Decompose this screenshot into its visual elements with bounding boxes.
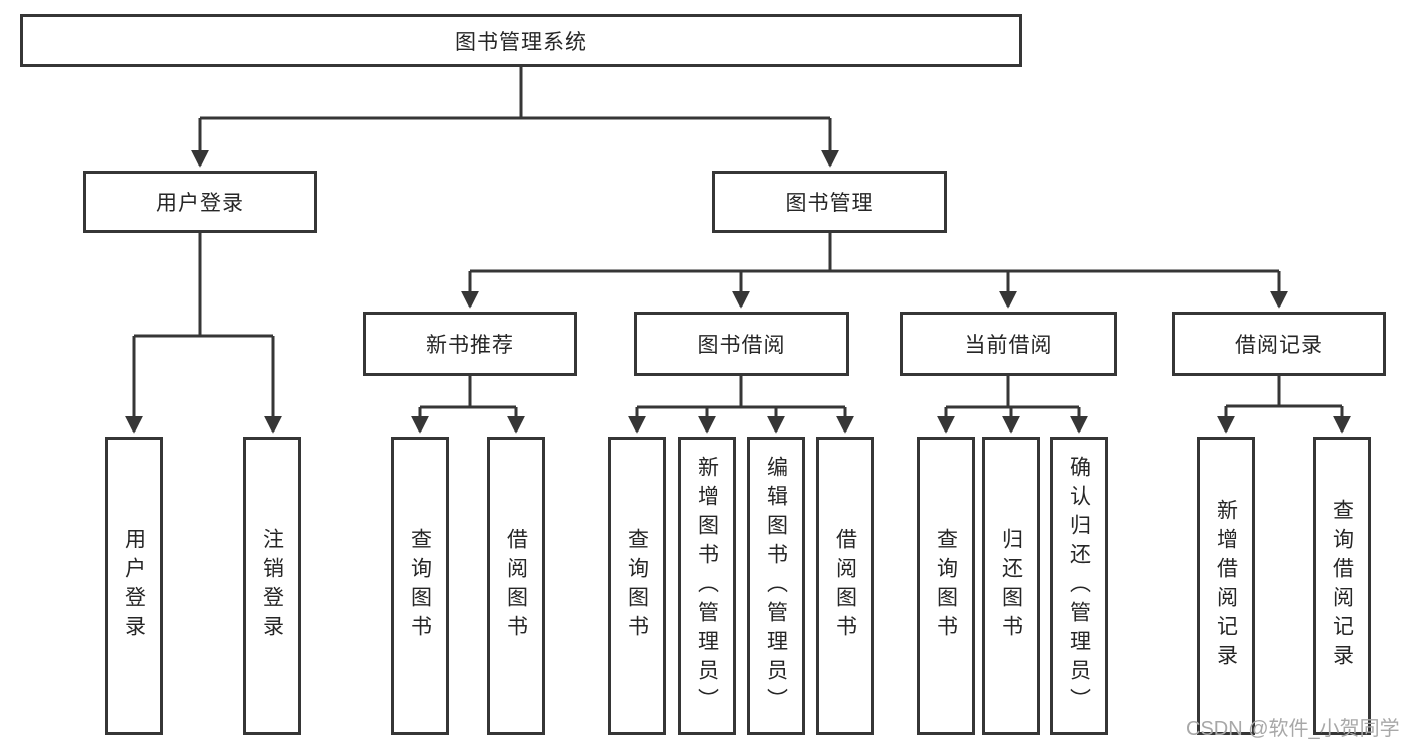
node-current-borrow-label: 当前借阅 <box>964 334 1053 357</box>
leaf-return-books: 归还图书 <box>982 437 1040 735</box>
node-book-management: 图书管理 <box>712 171 947 233</box>
connector-new-book-trunk <box>420 376 516 409</box>
node-book-borrow: 图书借阅 <box>634 312 849 376</box>
node-root-system-label: 图书管理系统 <box>455 30 587 54</box>
node-new-book-recommend-label: 新书推荐 <box>426 334 514 357</box>
leaf-borrow-books-label: 借阅图书 <box>833 528 857 644</box>
leaf-edit-book-admin: 编辑图书（管理员） <box>747 437 805 735</box>
leaf-query-borrow-record: 查询借阅记录 <box>1313 437 1371 735</box>
connector-user-login-trunk <box>134 233 273 338</box>
leaf-borrow-books: 借阅图书 <box>816 437 874 735</box>
leaf-query-borrow-record-label: 查询借阅记录 <box>1330 499 1354 673</box>
leaf-query-books-current: 查询图书 <box>917 437 975 735</box>
leaf-borrow-books-recommend: 借阅图书 <box>487 437 545 735</box>
connector-book-management-trunk <box>470 233 1279 273</box>
connector-borrow-records-trunk <box>1226 376 1342 408</box>
leaf-query-books-borrow: 查询图书 <box>608 437 666 735</box>
leaf-logout-label: 注销登录 <box>260 528 284 644</box>
leaf-confirm-return-admin: 确认归还（管理员） <box>1050 437 1108 735</box>
leaf-confirm-return-admin-label: 确认归还（管理员） <box>1067 455 1091 717</box>
leaf-borrow-books-recommend-label: 借阅图书 <box>504 528 528 644</box>
node-new-book-recommend: 新书推荐 <box>363 312 577 376</box>
node-book-management-label: 图书管理 <box>785 192 874 215</box>
leaf-edit-book-admin-label: 编辑图书（管理员） <box>764 455 788 717</box>
node-borrow-records: 借阅记录 <box>1172 312 1386 376</box>
connector-book-borrow-trunk <box>637 376 845 409</box>
node-user-login-label: 用户登录 <box>156 192 244 215</box>
node-book-borrow-label: 图书借阅 <box>697 334 786 357</box>
leaf-query-books-borrow-label: 查询图书 <box>625 528 649 644</box>
leaf-logout: 注销登录 <box>243 437 301 735</box>
leaf-add-book-admin: 新增图书（管理员） <box>678 437 736 735</box>
node-root-system: 图书管理系统 <box>20 14 1022 67</box>
leaf-add-borrow-record-label: 新增借阅记录 <box>1214 499 1238 673</box>
node-borrow-records-label: 借阅记录 <box>1235 334 1323 357</box>
connector-current-borrow-trunk <box>946 376 1079 409</box>
csdn-watermark: CSDN @软件_小贺同学 <box>1186 718 1400 740</box>
leaf-user-login-label: 用户登录 <box>122 528 146 644</box>
leaf-add-borrow-record: 新增借阅记录 <box>1197 437 1255 735</box>
leaf-user-login: 用户登录 <box>105 437 163 735</box>
leaf-query-books-recommend: 查询图书 <box>391 437 449 735</box>
leaf-add-book-admin-label: 新增图书（管理员） <box>695 455 719 717</box>
connector-root-trunk <box>200 67 830 120</box>
leaf-query-books-recommend-label: 查询图书 <box>408 528 432 644</box>
node-user-login: 用户登录 <box>83 171 317 233</box>
leaf-query-books-current-label: 查询图书 <box>934 528 958 644</box>
node-current-borrow: 当前借阅 <box>900 312 1117 376</box>
leaf-return-books-label: 归还图书 <box>999 528 1023 644</box>
